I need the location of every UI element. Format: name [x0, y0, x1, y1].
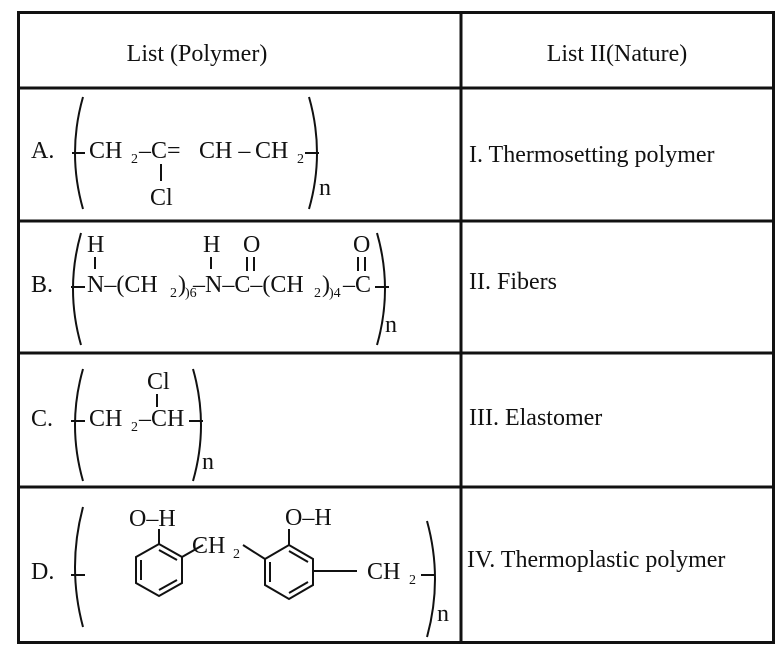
chem-n-c-ch2: –N–C–(CH	[192, 272, 304, 298]
repeat-n: n	[202, 449, 214, 475]
chem-ch2: CH	[89, 406, 122, 432]
close-paren	[426, 520, 436, 638]
close-paren	[376, 232, 386, 346]
chem-ch: CH –	[199, 138, 251, 164]
open-paren	[74, 506, 84, 628]
chem-sub: 2	[170, 286, 177, 301]
row-a: A. CH 2 –C= CH – CH 2 Cl n I. Thermosett…	[31, 96, 715, 211]
nature-text: III. Elastomer	[469, 405, 602, 431]
chem-c-double: –C=	[138, 138, 181, 164]
chem-sub: 2	[297, 152, 304, 167]
chem-sub: 2	[409, 573, 416, 588]
chem-paren: )	[322, 272, 330, 298]
chem-ch2: CH	[192, 533, 225, 559]
chem-n-ch2: N–(CH	[87, 272, 158, 298]
benzene-ring-1	[135, 542, 183, 598]
row-label: C.	[31, 406, 53, 432]
chem-ch2: CH	[89, 138, 122, 164]
nature-text: IV. Thermoplastic polymer	[467, 547, 725, 573]
chem-ch2: CH	[255, 138, 288, 164]
chem-sub: 2	[233, 547, 240, 562]
chem-cl: Cl	[147, 369, 170, 395]
open-paren	[74, 368, 84, 482]
chem-ch2: CH	[367, 559, 400, 585]
row-label: B.	[31, 272, 53, 298]
repeat-n: n	[385, 312, 397, 338]
header-polymer: List (Polymer)	[127, 41, 268, 67]
chem-h: H	[87, 232, 104, 258]
chem-c: –C	[342, 272, 371, 298]
row-c: C. Cl CH 2 –CH n III. Elastomer	[31, 368, 602, 482]
close-paren	[192, 368, 202, 482]
chem-sub: 2	[314, 286, 321, 301]
chem-o: O	[243, 232, 260, 258]
row-label: D.	[31, 559, 54, 585]
chem-hydroxyl: O–H	[285, 505, 332, 531]
chem-sub: )6	[185, 286, 197, 301]
table-grid	[17, 11, 775, 644]
chem-hydroxyl: O–H	[129, 506, 176, 532]
chem-paren: )	[178, 272, 186, 298]
chem-cl: Cl	[150, 185, 173, 211]
polymer-match-table: List (Polymer) List II(Nature) A. CH 2 –…	[17, 11, 775, 644]
nature-text: II. Fibers	[469, 269, 557, 295]
chem-sub: 2	[131, 152, 138, 167]
row-label: A.	[31, 138, 54, 164]
chem-ch: –CH	[138, 406, 184, 432]
row-b: B. H N–(CH 2 ) )6 H O –N–C–(CH 2 ) )4 O …	[31, 232, 557, 346]
repeat-n: n	[437, 601, 449, 627]
open-paren	[72, 232, 82, 346]
repeat-n: n	[319, 175, 331, 201]
chem-o: O	[353, 232, 370, 258]
chem-sub: 2	[131, 420, 138, 435]
nature-text: I. Thermosetting polymer	[469, 142, 715, 168]
close-paren	[308, 96, 318, 210]
header-nature: List II(Nature)	[547, 41, 688, 67]
row-d: D. O–H CH 2 O–H CH 2 n IV. Thermopl	[31, 505, 725, 638]
chem-sub: )4	[329, 286, 341, 301]
chem-h: H	[203, 232, 220, 258]
benzene-ring-2	[264, 543, 314, 601]
